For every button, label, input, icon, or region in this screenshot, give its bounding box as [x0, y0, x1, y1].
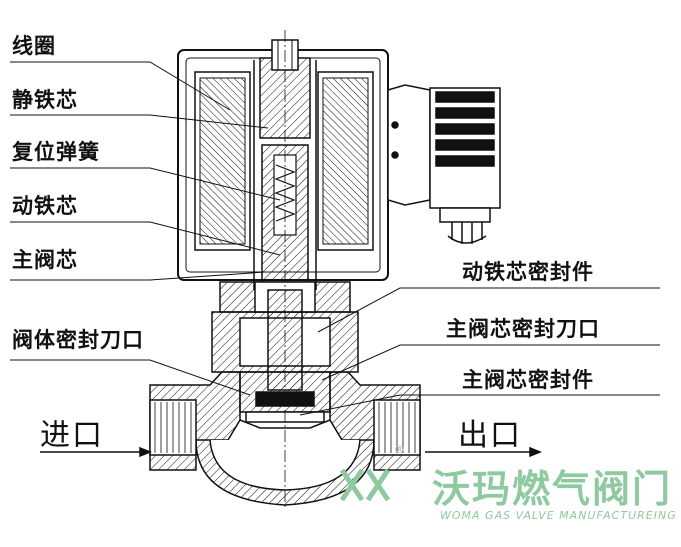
leader-lines-right — [299, 287, 660, 416]
flow-arrows — [40, 446, 543, 458]
label-moving-core-seal: 动铁芯密封件 — [462, 260, 594, 284]
coil-winding-left — [194, 71, 251, 251]
brand-name-en: WOMA GAS VALVE MANUFACTUREING — [440, 509, 677, 522]
label-main-core-seal: 主阀芯密封件 — [462, 368, 594, 392]
label-return-spring: 复位弹簧 — [12, 140, 100, 164]
label-main-core: 主阀芯 — [12, 248, 78, 272]
label-inlet: 进口 — [40, 418, 104, 453]
label-main-core-seal-edge: 主阀芯密封刀口 — [446, 317, 600, 341]
label-body-seal-edge: 阀体密封刀口 — [12, 328, 144, 352]
electrical-connector — [387, 84, 501, 244]
label-outlet: 出口 — [458, 418, 522, 453]
brand-logo-icon — [339, 468, 391, 502]
leader-lines-left — [10, 61, 281, 396]
coil-winding-right — [317, 71, 374, 251]
label-coil: 线圈 — [12, 34, 56, 58]
brand-name-cn: 沃玛燃气阀门 — [432, 467, 673, 511]
registered-mark: ® — [394, 443, 405, 456]
guide-tube — [253, 60, 317, 290]
label-moving-core: 动铁芯 — [12, 194, 78, 218]
label-static-core: 静铁芯 — [12, 88, 78, 112]
